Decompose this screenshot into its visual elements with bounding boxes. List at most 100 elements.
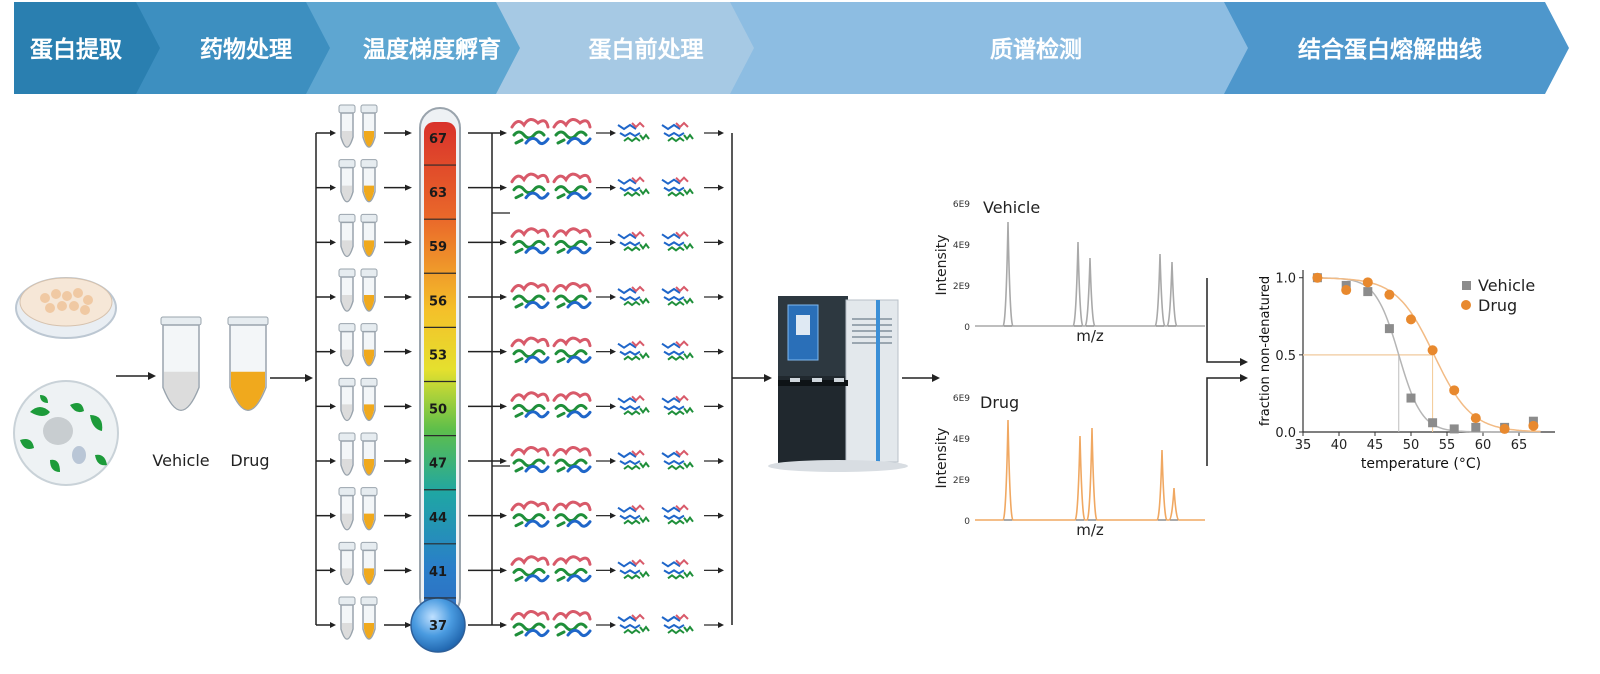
vehicle-data-point xyxy=(1471,422,1481,432)
workflow-step-6 xyxy=(1224,2,1569,94)
protein-row xyxy=(510,555,724,583)
protein-vehicle-icon xyxy=(510,446,550,474)
drug-aliquot-icon xyxy=(360,323,378,367)
peptide-drug-icon xyxy=(661,176,694,197)
protein-vehicle-icon xyxy=(510,500,550,528)
drug-spectrum-title: Drug xyxy=(980,393,1019,412)
peptide-vehicle-icon xyxy=(617,230,650,252)
temperature-label: 41 xyxy=(429,565,447,580)
protein-row xyxy=(510,500,724,528)
peptide-drug-icon xyxy=(661,285,694,307)
vehicle-aliquot-icon xyxy=(338,487,356,531)
protein-drug-icon xyxy=(552,336,592,364)
peptide-drug-icon xyxy=(661,340,694,361)
vehicle-aliquot-icon xyxy=(338,432,356,476)
drug-data-point xyxy=(1499,423,1510,434)
temperature-label: 67 xyxy=(429,132,447,147)
x-tick-label: 45 xyxy=(1367,438,1384,453)
vehicle-data-point xyxy=(1384,324,1394,334)
vehicle-ytick-4: 4E9 xyxy=(953,241,970,251)
drug-data-point xyxy=(1528,420,1539,431)
peptide-drug-icon xyxy=(661,613,694,635)
aliquot-row xyxy=(316,323,412,367)
workflow-step-4 xyxy=(496,2,766,94)
vehicle-aliquot-icon xyxy=(338,377,356,422)
protein-drug-icon xyxy=(552,227,592,255)
drug-aliquot-icon xyxy=(360,159,378,203)
vehicle-aliquot-icon xyxy=(338,268,356,312)
drug-ytick-4: 4E9 xyxy=(953,435,970,445)
vehicle-ytick-0: 0 xyxy=(964,323,970,333)
legend-label: Drug xyxy=(1478,296,1517,315)
y-tick-label: 0.0 xyxy=(1275,426,1296,441)
y-axis-label: fraction non-denatured xyxy=(1258,276,1273,426)
temperature-label: 56 xyxy=(429,294,447,309)
x-tick-label: 35 xyxy=(1295,438,1312,453)
drug-aliquot-icon xyxy=(360,541,378,586)
protein-row xyxy=(510,336,724,364)
petri-dish-icon xyxy=(15,277,117,339)
protein-vehicle-icon xyxy=(510,282,550,310)
vehicle-spectrum: Vehicle Intensity m/z 6E9 4E9 2E9 0 xyxy=(934,198,1205,345)
tissue-dish-icon xyxy=(13,380,119,486)
protein-drug-icon xyxy=(552,555,592,583)
protein-row xyxy=(510,446,724,474)
drug-data-point xyxy=(1449,385,1460,396)
vehicle-label: Vehicle xyxy=(152,451,209,470)
drug-spectrum: Drug Intensity m/z 6E9 4E9 2E9 0 xyxy=(934,393,1205,539)
aliquot-row xyxy=(316,487,412,531)
peptide-vehicle-icon xyxy=(617,176,650,197)
vehicle-data-point xyxy=(1406,393,1416,403)
temperature-label: 44 xyxy=(429,511,447,526)
workflow-step-5 xyxy=(730,2,1260,94)
protein-vehicle-icon xyxy=(510,336,550,364)
temperature-label: 47 xyxy=(429,457,447,472)
drug-label: Drug xyxy=(230,451,269,470)
protein-row xyxy=(510,610,724,638)
protein-vehicle-icon xyxy=(510,391,550,419)
protein-vehicle-icon xyxy=(510,555,550,583)
workflow-step-label-2: 药物处理 xyxy=(200,36,292,63)
peptide-vehicle-icon xyxy=(617,340,650,361)
legend-vehicle-marker xyxy=(1462,281,1471,290)
drug-data-point xyxy=(1406,314,1416,325)
drug-spectrum-ylabel: Intensity xyxy=(934,428,950,489)
aliquot-rows xyxy=(315,104,412,640)
protein-drug-icon xyxy=(552,610,592,638)
protein-row xyxy=(510,282,724,310)
peptide-drug-icon xyxy=(661,449,694,471)
aliquot-row xyxy=(316,596,412,640)
workflow-step-label-3: 温度梯度孵育 xyxy=(363,36,501,63)
workflow-step-2 xyxy=(136,2,342,94)
vehicle-aliquot-icon xyxy=(338,541,356,586)
drug-aliquot-icon xyxy=(360,213,378,258)
vehicle-tube-icon xyxy=(160,316,202,411)
treatment-tubes xyxy=(160,316,269,411)
peptide-vehicle-icon xyxy=(617,285,650,307)
arrows-to-melt-curve xyxy=(1206,278,1248,466)
peptide-drug-icon xyxy=(661,504,694,525)
aliquot-row xyxy=(316,268,412,312)
drug-aliquot-icon xyxy=(360,268,378,312)
temperature-label: 63 xyxy=(429,186,447,201)
y-tick-label: 1.0 xyxy=(1275,272,1296,287)
protein-drug-icon xyxy=(552,446,592,474)
incubation-bracket xyxy=(468,130,510,628)
peptide-vehicle-icon xyxy=(617,613,650,635)
x-axis-label: temperature (°C) xyxy=(1361,456,1481,472)
protein-drug-icon xyxy=(552,391,592,419)
workflow-step-1 xyxy=(14,2,172,94)
vehicle-data-point xyxy=(1363,287,1373,297)
x-tick-label: 65 xyxy=(1511,438,1528,453)
x-tick-label: 55 xyxy=(1439,438,1456,453)
vehicle-aliquot-icon xyxy=(338,596,356,640)
drug-ytick-0: 0 xyxy=(964,517,970,527)
drug-ytick-2: 2E9 xyxy=(953,476,970,486)
peptide-drug-icon xyxy=(661,394,694,416)
aliquot-row xyxy=(316,541,412,586)
aliquot-row xyxy=(316,377,412,422)
